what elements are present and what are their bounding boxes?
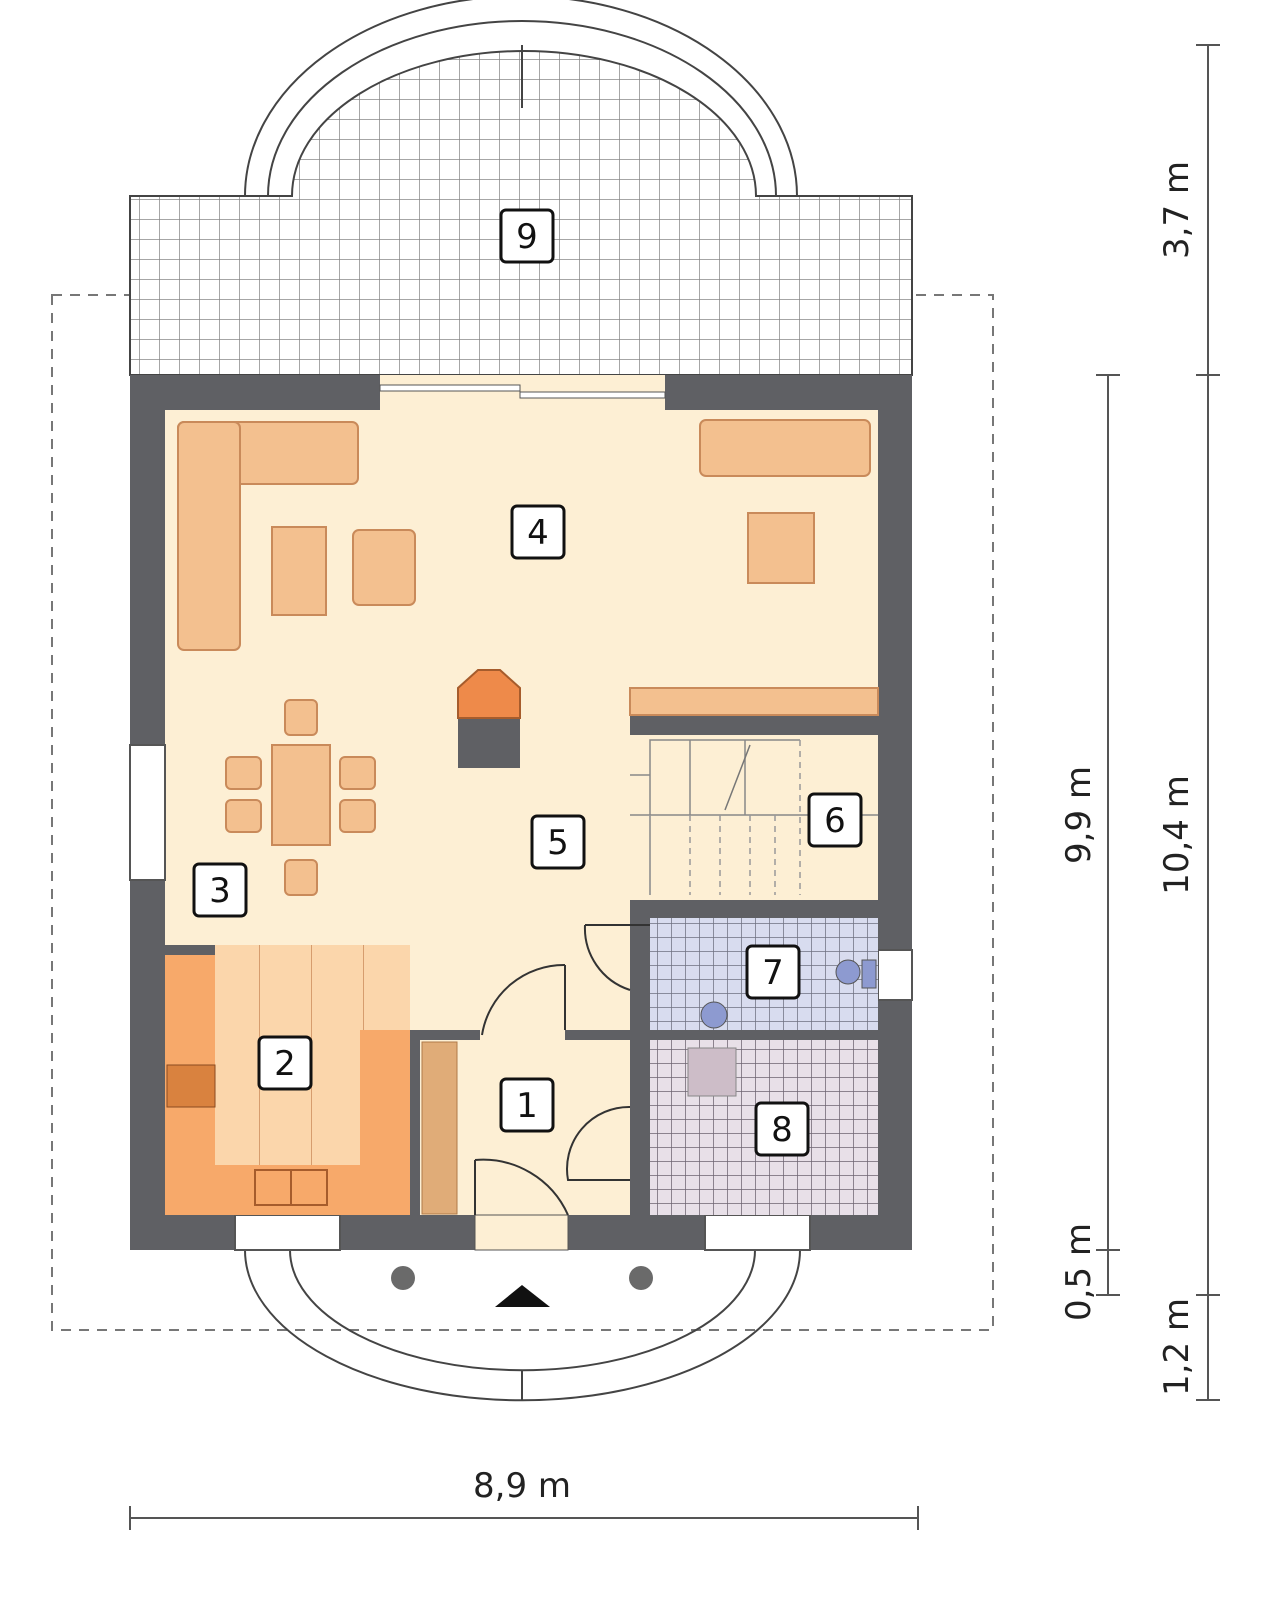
room-number: 2: [274, 1044, 296, 1084]
room-label-8: 8: [754, 1101, 810, 1157]
dimension-total-depth: 10,4 m: [1157, 775, 1197, 895]
room-number: 6: [824, 801, 846, 841]
dimension-front-extension: 1,2 m: [1157, 1298, 1197, 1396]
terrace: [129, 0, 913, 376]
entrance-door: [474, 1214, 569, 1251]
wardrobe: [421, 1041, 458, 1215]
sink-icon: [700, 1001, 728, 1029]
counter: [629, 687, 879, 716]
window: [704, 1214, 811, 1251]
room-number: 8: [771, 1110, 793, 1150]
dimension-lines: [129, 44, 1220, 1530]
entrance-arrow-icon: [495, 1285, 550, 1307]
porch: [244, 1249, 801, 1402]
room-number: 9: [516, 217, 538, 257]
room-label-1: 1: [499, 1077, 555, 1133]
room-number: 4: [527, 513, 549, 553]
room-label-3: 3: [192, 862, 248, 918]
dimension-terrace-depth: 3,7 m: [1157, 161, 1197, 259]
stove-icon: [166, 1064, 216, 1108]
room-label-9: 9: [499, 208, 555, 264]
toilet-icon: [835, 959, 861, 985]
room-label-7: 7: [745, 944, 801, 1000]
dimension-inner-depth: 9,9 m: [1059, 766, 1099, 864]
window: [129, 744, 166, 881]
room-label-2: 2: [257, 1035, 313, 1091]
room-number: 7: [762, 953, 784, 993]
boiler: [687, 1047, 737, 1097]
room-number: 5: [547, 823, 569, 863]
fireplace-icon: [457, 669, 521, 768]
room-label-6: 6: [807, 792, 863, 848]
room-number: 3: [209, 871, 231, 911]
doors: [474, 924, 650, 1216]
window: [877, 949, 913, 1001]
furniture: [177, 419, 871, 896]
window: [234, 1214, 341, 1251]
dimension-inner-offset: 0,5 m: [1059, 1223, 1099, 1321]
column-icon: [391, 1266, 415, 1290]
column-icon: [629, 1266, 653, 1290]
room-number: 1: [516, 1086, 538, 1126]
room-label-5: 5: [530, 814, 586, 870]
dimension-width: 8,9 m: [473, 1466, 571, 1506]
room-label-4: 4: [510, 504, 566, 560]
